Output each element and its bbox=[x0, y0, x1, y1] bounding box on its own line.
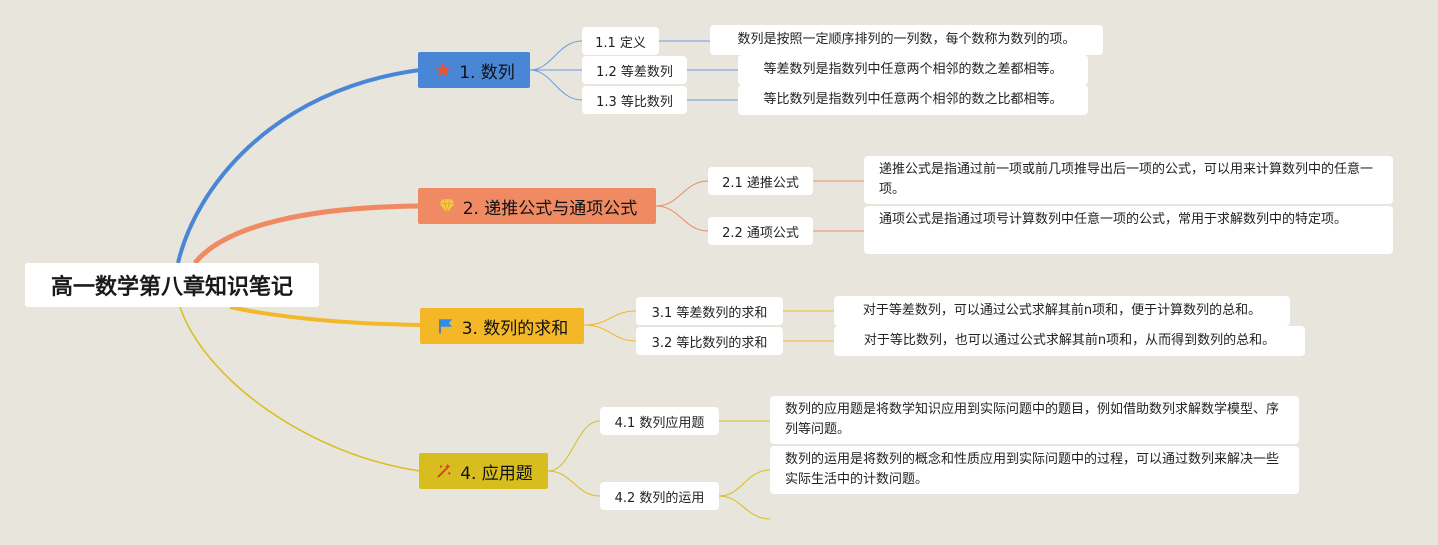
subtopic-4-2[interactable]: 4.2 数列的运用 bbox=[600, 482, 719, 510]
star-icon bbox=[433, 60, 453, 80]
subtopic-2-2[interactable]: 2.2 通项公式 bbox=[708, 217, 813, 245]
description-1-2[interactable]: 等差数列是指数列中任意两个相邻的数之差都相等。 bbox=[738, 55, 1088, 85]
description-2-1[interactable]: 递推公式是指通过前一项或前几项推导出后一项的公式，可以用来计算数列中的任意一项。 bbox=[864, 156, 1393, 204]
root-title: 高一数学第八章知识笔记 bbox=[50, 275, 293, 300]
connector-b3-c1 bbox=[583, 310, 637, 326]
description-3-2[interactable]: 对于等比数列，也可以通过公式求解其前n项和，从而得到数列的总和。 bbox=[834, 326, 1305, 356]
branch-2-topic[interactable]: 2. 递推公式与通项公式 bbox=[418, 188, 656, 224]
subtopic-label: 1.1 定义 bbox=[595, 35, 646, 51]
subtopic-label: 1.3 等比数列 bbox=[596, 94, 673, 110]
description-text: 对于等差数列，可以通过公式求解其前n项和，便于计算数列的总和。 bbox=[862, 303, 1262, 318]
connector-b4-d3 bbox=[718, 495, 771, 520]
description-text: 等比数列是指数列中任意两个相邻的数之比都相等。 bbox=[763, 92, 1063, 107]
connector-b4-c1 bbox=[547, 420, 601, 472]
subtopic-label: 2.1 递推公式 bbox=[722, 175, 799, 191]
description-3-1[interactable]: 对于等差数列，可以通过公式求解其前n项和，便于计算数列的总和。 bbox=[834, 296, 1290, 326]
branch-1-label: 1. 数列 bbox=[459, 62, 515, 83]
connector-b4-c2 bbox=[547, 470, 601, 497]
connector-root-branch1 bbox=[176, 68, 421, 264]
branch-1-topic[interactable]: 1. 数列 bbox=[418, 52, 530, 88]
description-text: 对于等比数列，也可以通过公式求解其前n项和，从而得到数列的总和。 bbox=[863, 333, 1276, 348]
subtopic-1-1[interactable]: 1.1 定义 bbox=[582, 27, 659, 55]
connector-root-branch2 bbox=[193, 203, 421, 265]
description-text: 数列是按照一定顺序排列的一列数，每个数称为数列的项。 bbox=[737, 32, 1076, 47]
subtopic-label: 1.2 等差数列 bbox=[596, 64, 673, 80]
root-topic[interactable]: 高一数学第八章知识笔记 bbox=[25, 263, 319, 307]
description-text: 数列的运用是将数列的概念和性质应用到实际问题中的过程，可以通过数列来解决一些实际… bbox=[785, 452, 1280, 487]
subtopic-2-1[interactable]: 2.1 递推公式 bbox=[708, 167, 813, 195]
description-text: 递推公式是指通过前一项或前几项推导出后一项的公式，可以用来计算数列中的任意一项。 bbox=[879, 162, 1374, 197]
description-1-1[interactable]: 数列是按照一定顺序排列的一列数，每个数称为数列的项。 bbox=[710, 25, 1103, 55]
subtopic-label: 3.1 等差数列的求和 bbox=[651, 305, 768, 321]
description-text: 通项公式是指通过项号计算数列中任意一项的公式，常用于求解数列中的特定项。 bbox=[879, 212, 1348, 227]
connector-b2-c2 bbox=[655, 205, 709, 232]
flag-icon bbox=[436, 316, 456, 336]
subtopic-4-1[interactable]: 4.1 数列应用题 bbox=[600, 407, 719, 435]
subtopic-label: 4.2 数列的运用 bbox=[614, 490, 705, 506]
subtopic-label: 3.2 等比数列的求和 bbox=[651, 335, 768, 351]
subtopic-3-1[interactable]: 3.1 等差数列的求和 bbox=[636, 297, 783, 325]
subtopic-label: 4.1 数列应用题 bbox=[614, 415, 705, 431]
gem-icon bbox=[437, 196, 457, 216]
branch-4-label: 4. 应用题 bbox=[460, 463, 533, 484]
connector-b2-c1 bbox=[655, 180, 709, 207]
branch-3-label: 3. 数列的求和 bbox=[461, 318, 569, 339]
connector-b1-c3 bbox=[529, 69, 583, 101]
description-1-3[interactable]: 等比数列是指数列中任意两个相邻的数之比都相等。 bbox=[738, 85, 1088, 115]
description-text: 等差数列是指数列中任意两个相邻的数之差都相等。 bbox=[763, 62, 1063, 77]
subtopic-3-2[interactable]: 3.2 等比数列的求和 bbox=[636, 327, 783, 355]
connector-b1-c1 bbox=[529, 40, 583, 71]
connector-root-branch3 bbox=[229, 305, 421, 327]
description-4-2[interactable]: 数列的运用是将数列的概念和性质应用到实际问题中的过程，可以通过数列来解决一些实际… bbox=[770, 446, 1299, 494]
description-2-2[interactable]: 通项公式是指通过项号计算数列中任意一项的公式，常用于求解数列中的特定项。 bbox=[864, 206, 1393, 254]
branch-4-topic[interactable]: 4. 应用题 bbox=[419, 453, 548, 489]
branch-2-label: 2. 递推公式与通项公式 bbox=[462, 198, 638, 219]
connector-b4-d2 bbox=[718, 469, 771, 497]
subtopic-1-3[interactable]: 1.3 等比数列 bbox=[582, 86, 687, 114]
description-text: 数列的应用题是将数学知识应用到实际问题中的题目，例如借助数列求解数学模型、序列等… bbox=[785, 402, 1280, 437]
connector-b3-c2 bbox=[583, 324, 637, 342]
description-4-1[interactable]: 数列的应用题是将数学知识应用到实际问题中的题目，例如借助数列求解数学模型、序列等… bbox=[770, 396, 1299, 444]
connector-root-branch4 bbox=[179, 306, 421, 472]
subtopic-label: 2.2 通项公式 bbox=[722, 225, 799, 241]
subtopic-1-2[interactable]: 1.2 等差数列 bbox=[582, 56, 687, 84]
sparkle-icon bbox=[434, 461, 454, 481]
branch-3-topic[interactable]: 3. 数列的求和 bbox=[420, 308, 584, 344]
